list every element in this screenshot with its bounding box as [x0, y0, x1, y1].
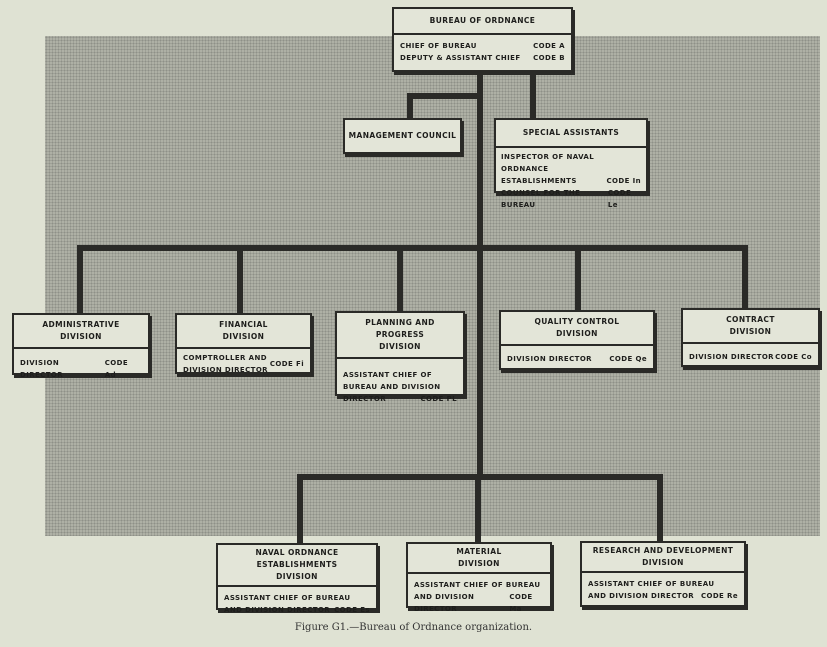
code: CODE Le [607, 189, 632, 209]
role: COMPTROLLER AND [183, 354, 267, 362]
code: CODE Ma [509, 593, 533, 613]
connector-drop [657, 474, 663, 543]
box-title: DIVISION [60, 332, 102, 341]
code: CODE Co [775, 353, 812, 361]
box-title: FINANCIAL [219, 320, 268, 329]
code: CODE PL [420, 395, 457, 403]
box-title: DIVISION [556, 329, 598, 338]
financial-division-box: FINANCIAL DIVISION COMPTROLLER AND DIVISIO… [175, 313, 312, 374]
box-title: RESEARCH AND DEVELOPMENT [592, 546, 734, 555]
connector-drop [237, 245, 243, 315]
code: CODE Es [334, 606, 370, 614]
box-title: NAVAL ORDNANCE ESTABLISHMENTS [255, 548, 339, 569]
box-title: BUREAU OF ORDNANCE [394, 9, 571, 35]
connector-divisions-h [77, 245, 748, 251]
role: DIVISION DIRECTOR [20, 359, 64, 379]
figure-caption: Figure G1.—Bureau of Ordnance organizati… [294, 622, 533, 633]
role: DIVISION DIRECTOR [183, 366, 268, 374]
quality-control-division-box: QUALITY CONTROL DIVISION DIVISION DIRECTO… [499, 310, 655, 370]
connector-special [530, 70, 536, 120]
connector-drop [397, 245, 403, 313]
role: AND DIVISION DIRECTOR [588, 592, 695, 600]
box-title: QUALITY CONTROL [534, 317, 620, 326]
code: CODE Re [700, 592, 738, 600]
connector-drop [77, 245, 83, 315]
role: ASSISTANT CHIEF OF BUREAU [224, 594, 351, 602]
code: CODE A [533, 42, 565, 50]
role: COUNSEL FOR THE BUREAU [501, 189, 581, 209]
role: CHIEF OF BUREAU [400, 42, 477, 50]
planning-and-progress-division-box: PLANNING AND PROGRESS DIVISION ASSISTANT … [335, 311, 465, 403]
role: ASSISTANT CHIEF OF BUREAU [588, 580, 715, 588]
role: AND DIVISION DIRECTOR [224, 606, 331, 614]
box-title: DIVISION [729, 327, 772, 336]
administrative-division-box: ADMINISTRATIVE DIVISION DIVISION DIRECTOR… [12, 313, 150, 379]
box-title: DIVISION [276, 572, 318, 581]
naval-ordnance-establishments-division-box: NAVAL ORDNANCE ESTABLISHMENTS DIVISION AS… [216, 543, 378, 614]
box-title: DIVISION [379, 342, 421, 351]
box-title: PLANNING AND PROGRESS [365, 318, 435, 339]
code: CODE Ad [104, 359, 129, 379]
role: INSPECTOR OF NAVAL ORDNANCE [501, 153, 595, 173]
box-title: DIVISION [222, 332, 265, 341]
role: DIRECTOR [343, 395, 387, 403]
code: CODE Qe [609, 355, 647, 363]
role: ASSISTANT CHIEF OF BUREAU [414, 581, 541, 589]
connector-management-v [407, 93, 413, 120]
code: CODE In [606, 177, 641, 185]
shaded-background [45, 36, 820, 536]
connector-drop [742, 245, 748, 310]
role: DEPUTY & ASSISTANT CHIEF [400, 54, 521, 62]
box-title: SPECIAL ASSISTANTS [496, 120, 646, 148]
connector-drop [297, 474, 303, 545]
research-and-development-division-box: RESEARCH AND DEVELOPMENT DIVISION ASSISTA… [580, 541, 746, 607]
box-title: CONTRACT [726, 315, 775, 324]
role: DIVISION DIRECTOR [689, 353, 774, 361]
box-title: ADMINISTRATIVE [42, 320, 120, 329]
role: BUREAU AND DIVISION [343, 383, 441, 391]
management-council-box: MANAGEMENT COUNCIL [343, 118, 462, 154]
bureau-of-ordnance-box: BUREAU OF ORDNANCE CHIEF OF BUREAU CODE A… [392, 7, 573, 72]
connector-management-h [407, 93, 483, 99]
connector-trunk [477, 70, 483, 480]
code: CODE Fi [269, 360, 304, 368]
role: ASSISTANT CHIEF OF [343, 371, 433, 379]
connector-drop [575, 245, 581, 312]
connector-drop [475, 474, 481, 544]
code: CODE B [533, 54, 565, 62]
role: AND DIVISION DIRECTOR [414, 593, 475, 613]
role: DIVISION DIRECTOR [507, 355, 592, 363]
box-title: MATERIAL [456, 547, 502, 556]
special-assistants-box: SPECIAL ASSISTANTS INSPECTOR OF NAVAL OR… [494, 118, 648, 209]
role: ESTABLISHMENTS [501, 177, 577, 185]
material-division-box: MATERIAL DIVISION ASSISTANT CHIEF OF BURE… [406, 542, 552, 613]
box-title: DIVISION [642, 558, 684, 567]
box-title: MANAGEMENT COUNCIL [348, 131, 457, 140]
box-title: DIVISION [458, 559, 500, 568]
